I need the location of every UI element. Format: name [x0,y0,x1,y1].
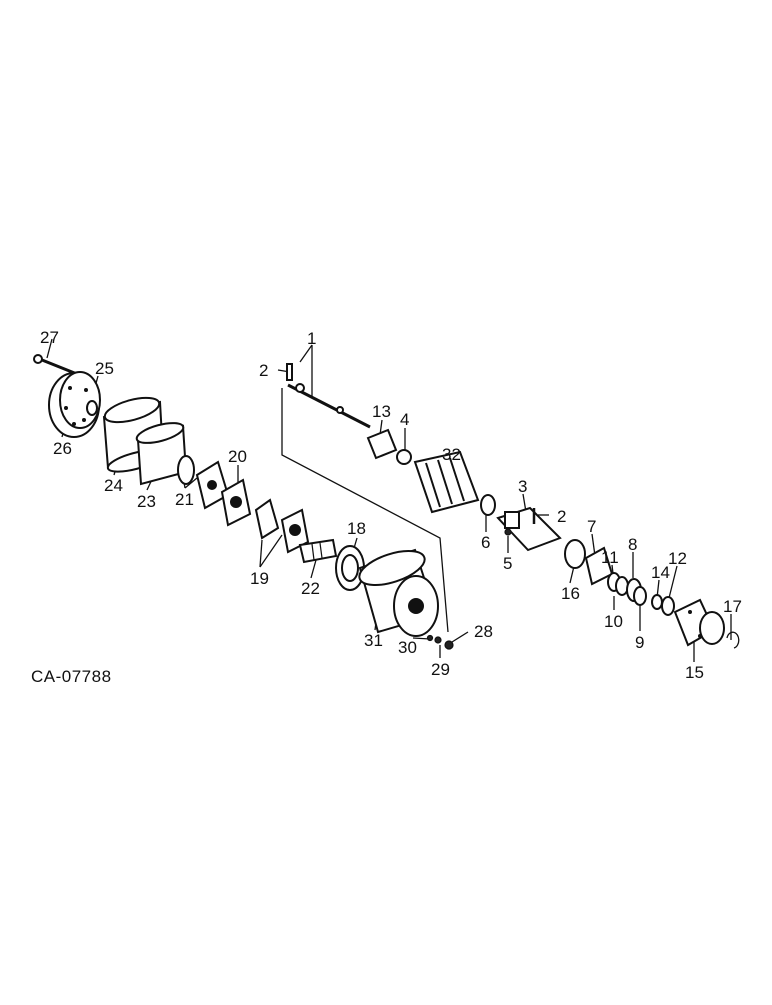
part-5-ball [504,528,512,536]
callout: 9 [635,633,644,652]
callout: 30 [398,638,417,657]
part-3-valve-body [496,506,562,552]
callout: 25 [95,359,114,378]
callout: 31 [364,631,383,650]
part-19-rotor [254,498,310,554]
callout: 11 [601,548,619,567]
part-25-seal [86,400,98,416]
callout: 2 [557,507,566,526]
callout: 12 [668,549,687,568]
part-22-drive-shaft [298,538,338,564]
part-1-spool-rod [287,383,371,429]
part-23-sleeve [135,422,188,486]
callout: 16 [561,584,580,603]
callout: 3 [518,477,527,496]
part-20-gear-plate [220,478,252,527]
callout: 1 [307,329,316,348]
callout: 4 [400,410,409,429]
callout: 26 [53,439,72,458]
callout: 24 [104,476,123,495]
callout: 32 [442,445,461,464]
part-2-pin-left [286,363,293,381]
part-17-snap-ring [726,631,740,649]
part-8-9-seals [626,578,647,606]
callout: 18 [347,519,366,538]
part-6-ring [480,494,496,516]
part-4-nut [396,449,412,465]
part-31-motor-housing [358,548,439,637]
callout: 23 [137,492,156,511]
callout: 10 [604,612,623,631]
callout: 15 [685,663,704,682]
callout: 8 [628,535,637,554]
part-16-ring [564,539,586,569]
callout: 20 [228,447,247,466]
callout: 14 [651,563,670,582]
part-15-flange [673,598,725,647]
callout: 17 [723,597,742,616]
callout: 13 [372,402,391,421]
part-18-bearing [335,545,365,591]
part-14-o-ring [651,594,663,610]
callout: 21 [175,490,194,509]
callout: 2 [259,361,268,380]
callout-labels: 1 2 2 3 4 5 6 7 8 9 10 11 12 13 14 15 16… [40,328,742,682]
callout: 19 [250,569,269,588]
callout: 6 [481,533,490,552]
callout: 28 [474,622,493,641]
part-28-29-30-fittings [426,634,454,650]
callout: 29 [431,660,450,679]
figure-code: CA-07788 [31,667,112,686]
callout: 27 [40,328,59,347]
part-13-sleeve [366,428,398,460]
part-32-spool [413,450,480,514]
callout: 7 [587,517,596,536]
part-12-washer [661,596,675,616]
callout: 5 [503,554,512,573]
callout: 22 [301,579,320,598]
